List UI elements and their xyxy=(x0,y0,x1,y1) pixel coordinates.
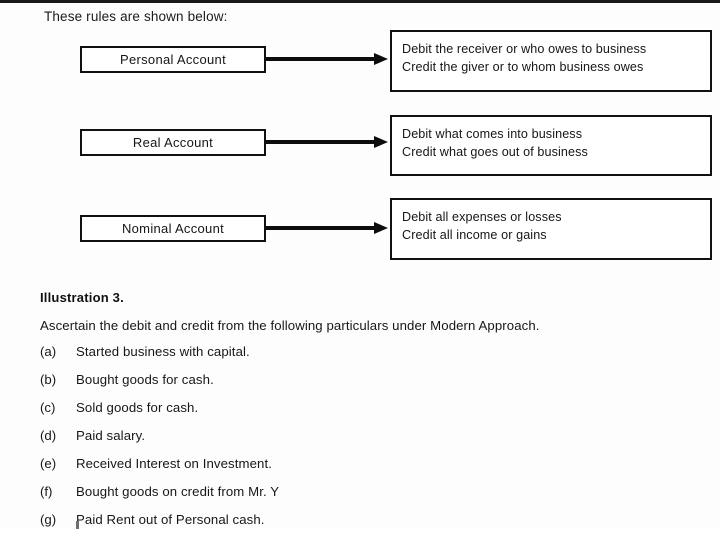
list-item-text: Bought goods on credit from Mr. Y xyxy=(76,484,280,499)
list-item: (a) Started business with capital. xyxy=(40,344,680,372)
illustration-heading: Illustration 3. xyxy=(40,290,124,305)
document-page: These rules are shown below: Personal Ac… xyxy=(0,0,720,529)
list-item-text: Paid Rent out of Personal cash. xyxy=(76,512,265,527)
list-item: (f) Bought goods on credit from Mr. Y xyxy=(40,484,680,512)
rule-line-credit: Credit what goes out of business xyxy=(402,145,588,159)
list-item-text: Bought goods for cash. xyxy=(76,372,214,387)
list-item: (c) Sold goods for cash. xyxy=(40,400,680,428)
page-top-rule xyxy=(0,0,720,3)
list-item-marker: (g) xyxy=(40,512,57,527)
arrow-head xyxy=(374,136,388,148)
list-item-marker: (a) xyxy=(40,344,57,359)
rule-line-credit: Credit the giver or to whom business owe… xyxy=(402,60,644,74)
right-arrow-icon-2 xyxy=(266,136,390,148)
account-type-label: Nominal Account xyxy=(121,221,225,236)
list-item-marker: (d) xyxy=(40,428,57,443)
arrow-shaft xyxy=(266,140,378,144)
list-item-marker: (e) xyxy=(40,456,57,471)
account-type-label: Real Account xyxy=(132,135,214,150)
list-item: (g) Paid Rent out of Personal cash. xyxy=(40,512,680,540)
arrow-head xyxy=(374,53,388,65)
account-type-label: Personal Account xyxy=(120,52,226,67)
list-item-marker: (c) xyxy=(40,400,56,415)
list-item-text: Received Interest on Investment. xyxy=(76,456,272,471)
list-item-text: Paid salary. xyxy=(76,428,146,443)
rule-line-credit: Credit all income or gains xyxy=(402,228,547,242)
clipped-glyph xyxy=(76,521,79,529)
list-item-text: Started business with capital. xyxy=(76,344,250,359)
illustration-prompt: Ascertain the debit and credit from the … xyxy=(40,318,540,333)
list-item: (e) Received Interest on Investment. xyxy=(40,456,680,484)
rule-line-debit: Debit all expenses or losses xyxy=(402,210,562,224)
rule-box-personal: Debit the receiver or who owes to busine… xyxy=(390,30,712,92)
rule-box-nominal: Debit all expenses or losses Credit all … xyxy=(390,198,712,260)
arrow-shaft xyxy=(266,57,378,61)
arrow-shaft xyxy=(266,226,378,230)
right-arrow-icon-1 xyxy=(266,53,390,65)
illustration-item-list: (a) Started business with capital. (b) B… xyxy=(40,344,680,540)
list-item-marker: (f) xyxy=(40,484,53,499)
list-item-text: Sold goods for cash. xyxy=(76,400,199,415)
account-type-box-nominal: Nominal Account xyxy=(80,215,266,242)
rule-line-debit: Debit what comes into business xyxy=(402,127,583,141)
rule-box-real: Debit what comes into business Credit wh… xyxy=(390,115,712,176)
account-type-box-real: Real Account xyxy=(80,129,266,156)
account-type-box-personal: Personal Account xyxy=(80,46,266,73)
right-arrow-icon-3 xyxy=(266,222,390,234)
rule-line-debit: Debit the receiver or who owes to busine… xyxy=(402,42,647,56)
list-item-marker: (b) xyxy=(40,372,57,387)
list-item: (d) Paid salary. xyxy=(40,428,680,456)
arrow-head xyxy=(374,222,388,234)
intro-line: These rules are shown below: xyxy=(44,9,228,24)
list-item: (b) Bought goods for cash. xyxy=(40,372,680,400)
